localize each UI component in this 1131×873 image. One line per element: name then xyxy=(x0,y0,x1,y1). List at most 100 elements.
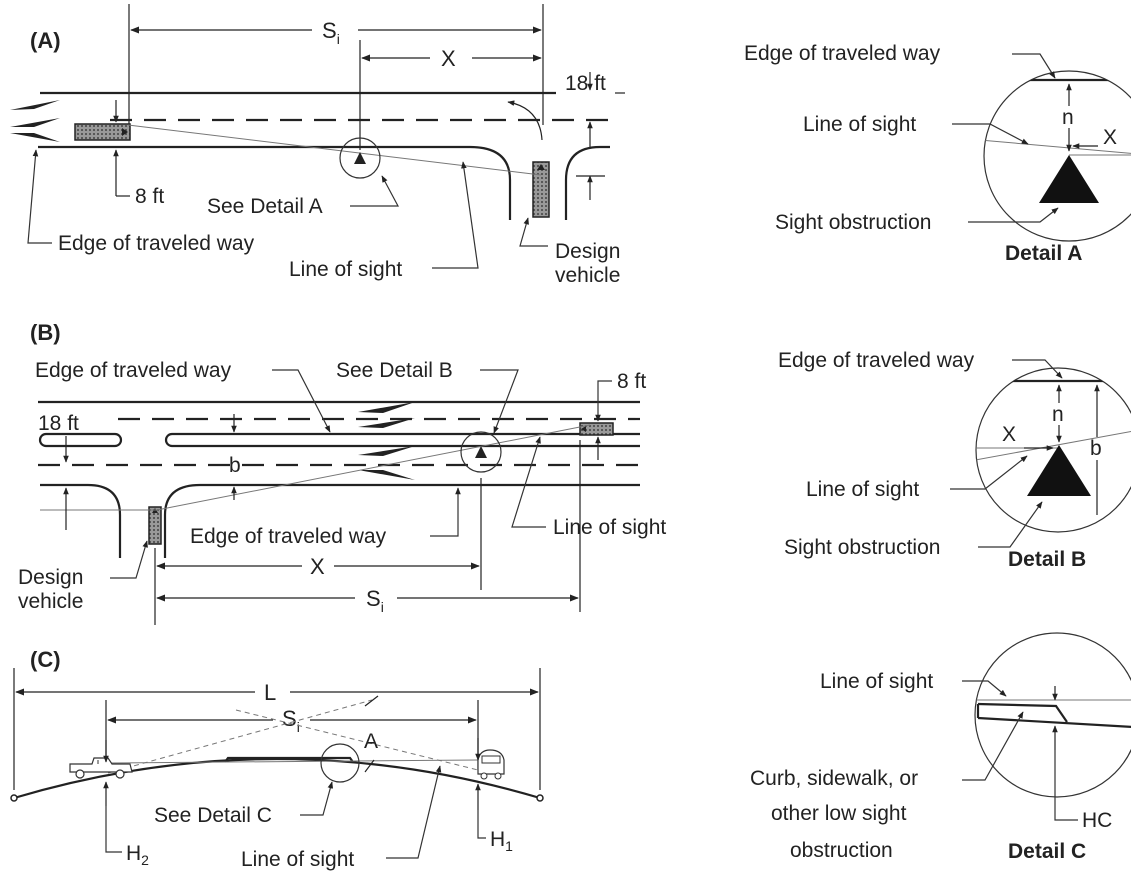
detail-c-curb-label-3: obstruction xyxy=(790,839,893,862)
x-label: X xyxy=(441,46,456,71)
h2-leader xyxy=(105,806,122,853)
dist-18ft-b: 18 ft xyxy=(38,412,79,435)
dist-8ft-a: 8 ft xyxy=(135,185,164,208)
detail-a-obstruction-label: Sight obstruction xyxy=(775,211,931,234)
h1-leader xyxy=(477,810,486,839)
a-label-c: A xyxy=(364,730,378,753)
line-of-sight-leader-c xyxy=(386,765,442,859)
sight-line-a xyxy=(127,124,542,176)
road-bottom-edge-left xyxy=(38,145,512,220)
si-label-b: Si xyxy=(366,586,384,615)
detail-a-circle xyxy=(983,70,1131,242)
road-b-bottom-right xyxy=(163,483,640,558)
detail-a-n-label: n xyxy=(1062,106,1074,129)
detail-b-b-label: b xyxy=(1090,437,1102,460)
road-b-bottom-left xyxy=(40,483,122,558)
l-label: L xyxy=(264,680,276,705)
panel-a-letter: (A) xyxy=(30,28,61,53)
detail-c-line-of-sight-leader xyxy=(962,680,1007,697)
main-road-vehicle-b xyxy=(579,422,614,436)
detail-a-callout-circle xyxy=(339,137,381,179)
design-label-1-a: Design xyxy=(555,240,620,263)
detail-b-line-of-sight-label: Line of sight xyxy=(806,478,919,501)
detail-b-sight-line xyxy=(976,427,1131,462)
detail-c-callout-circle xyxy=(320,743,360,783)
detail-b-edge-leader xyxy=(1012,359,1063,379)
see-detail-c-leader xyxy=(300,781,334,816)
see-detail-c-label: See Detail C xyxy=(154,804,272,827)
edge-bottom-leader-b xyxy=(430,487,461,537)
line-of-sight-leader-a xyxy=(432,161,479,269)
edge-leader-a xyxy=(27,149,52,244)
edge-bottom-label-b: Edge of traveled way xyxy=(190,525,387,548)
obstruction-icon-b xyxy=(475,446,487,458)
dist-18ft-a: 18 ft xyxy=(565,72,606,95)
design-vehicle-front-icon xyxy=(537,164,545,170)
vehicle-front-icon-b xyxy=(581,426,586,432)
b-arrow-1 xyxy=(358,402,415,413)
line-of-sight-leader-b xyxy=(511,436,546,528)
design-vehicle xyxy=(532,161,550,218)
road-bottom-edge-right xyxy=(564,145,610,220)
b-arrow-2 xyxy=(358,418,415,428)
detail-a-line-of-sight-label: Line of sight xyxy=(803,113,916,136)
detail-c-curb-label-2: other low sight xyxy=(771,802,907,825)
dist-8ft-b: 8 ft xyxy=(617,370,646,393)
sight-line-b xyxy=(156,424,591,511)
b-arrow-3 xyxy=(358,446,415,456)
detail-a-edge-leader xyxy=(1012,53,1056,79)
see-detail-b-label: See Detail B xyxy=(336,359,453,382)
line-of-sight-label-a: Line of sight xyxy=(289,258,402,281)
vehicle-front-icon xyxy=(122,128,128,136)
edge-label-a: Edge of traveled way xyxy=(58,232,255,255)
main-road-vehicle xyxy=(74,123,131,141)
detail-b: n X b Edge of traveled way Line of sight… xyxy=(778,349,1131,571)
turn-arrow xyxy=(507,100,543,141)
detail-c-circle xyxy=(974,632,1131,798)
design-label-1-b: Design xyxy=(18,566,83,589)
curb-segment-c xyxy=(224,756,354,763)
detail-b-title: Detail B xyxy=(1008,548,1086,571)
detail-a: n X Edge of traveled way Line of sight S… xyxy=(744,42,1131,265)
direction-arrow-upper xyxy=(10,100,60,110)
h1-label: H1 xyxy=(490,828,513,854)
si-label-c: Si xyxy=(282,706,300,735)
panel-c-letter: (C) xyxy=(30,647,61,672)
detail-a-x-label: X xyxy=(1103,126,1117,149)
median-left xyxy=(38,432,123,448)
detail-c-roadway xyxy=(977,716,1131,730)
design-label-2-a: vehicle xyxy=(555,264,620,287)
line-of-sight-label-b: Line of sight xyxy=(553,516,666,539)
see-detail-a-leader xyxy=(350,175,399,207)
detail-a-obstruction-leader xyxy=(968,207,1059,223)
line-of-sight-label-c: Line of sight xyxy=(241,848,354,871)
a-tick xyxy=(364,695,379,707)
obstruction-icon-a xyxy=(354,152,366,164)
see-detail-a-label: See Detail A xyxy=(207,195,323,218)
detail-a-title: Detail A xyxy=(1005,242,1082,265)
detail-b-obstruction-label: Sight obstruction xyxy=(784,536,940,559)
design-vehicle-b xyxy=(148,506,162,545)
detail-b-edge-label: Edge of traveled way xyxy=(778,349,975,372)
detail-a-line-of-sight-leader xyxy=(952,123,1029,145)
detail-b-circle xyxy=(975,367,1131,533)
sight-line-c-3 xyxy=(107,759,479,764)
detail-c-title: Detail C xyxy=(1008,840,1086,863)
si-label: Si xyxy=(322,18,340,47)
detail-b-line-of-sight-leader xyxy=(950,455,1028,490)
x-label-b: X xyxy=(310,554,325,579)
detail-c-curb-label-1: Curb, sidewalk, or xyxy=(750,767,918,790)
see-detail-b-leader xyxy=(480,369,519,434)
8ft-leader-b xyxy=(595,380,612,422)
detail-b-obstruction-leader xyxy=(978,501,1043,548)
detail-a-obstruction-icon xyxy=(1039,155,1099,203)
pickup-truck-icon xyxy=(69,757,133,779)
detail-b-callout-circle xyxy=(460,431,502,473)
panel-c: (C) L Si A xyxy=(10,647,544,871)
edge-top-label-b: Edge of traveled way xyxy=(35,359,232,382)
direction-arrow-lower xyxy=(10,133,60,142)
a-tick-lower xyxy=(364,759,375,773)
curve-end-point xyxy=(536,794,544,802)
h2-label: H2 xyxy=(126,842,149,868)
